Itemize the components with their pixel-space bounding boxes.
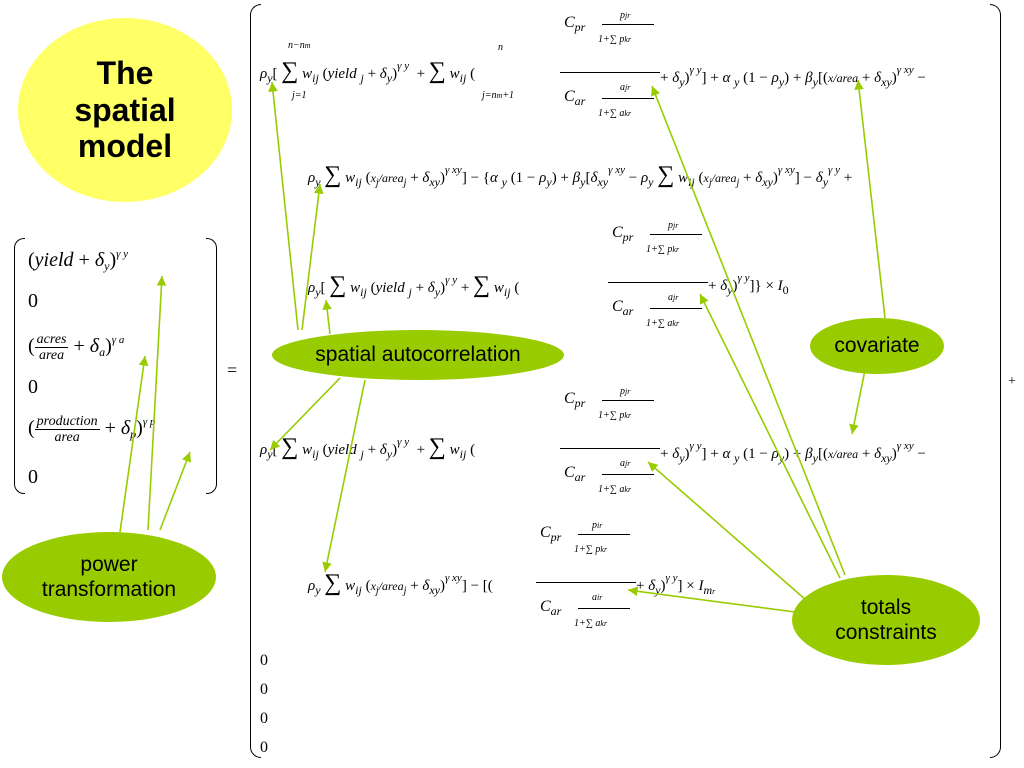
equation-row-4-tail: + δy)γ y] + α y (1 − ρy) + βy[(x/area + … — [660, 440, 926, 465]
title-circle: The spatial model — [18, 18, 232, 202]
equals-sign: = — [227, 360, 238, 380]
callout-spatial-autocorrelation: spatial autocorrelation — [272, 330, 564, 380]
arrow-totals-1 — [651, 85, 846, 576]
equation-row-5: ρy ∑ wij (xj/areaj + δxy)γ xy] − [( — [308, 570, 493, 597]
callout-totals-constraints: totals constraints — [792, 575, 980, 665]
fraction-row-1: Cpr pjr 1+∑ pkr Car ajr 1+∑ akr — [560, 10, 660, 134]
arrow-covariate-2 — [849, 369, 866, 435]
equation-row-1-tail: + δy)γ y] + α y (1 − ρy) + βy[(x/area + … — [660, 64, 926, 89]
arrow-power-2 — [147, 275, 167, 531]
vector-row-zero-3: 0 — [28, 466, 38, 488]
equation-row-2: ρy ∑ wij (xj/areaj + δxy)γ xy] − {α y (1… — [308, 162, 853, 189]
sum-limit-r1b-bot: j=nm+1 — [482, 90, 515, 101]
equation-row-3: ρy[ ∑ wij (yield j + δy)γ y + ∑ wij ( — [308, 272, 520, 299]
callout-covariate-label: covariate — [834, 334, 920, 357]
callout-covariate: covariate — [810, 318, 944, 374]
fraction-row-4: Cpr pjr 1+∑ pkr Car ajr 1+∑ akr — [560, 386, 660, 510]
vector-row-zero-2: 0 — [28, 376, 38, 398]
vector-row-zero-1: 0 — [28, 290, 38, 312]
fraction-row-5: Cpr pir 1+∑ pkr Car air 1+∑ akr — [536, 520, 636, 644]
arrow-spatial-4 — [269, 377, 341, 451]
callout-power-label: power transformation — [41, 552, 177, 601]
vector-row-acres: ( acres area + δa)γ a — [28, 332, 125, 363]
callout-power-transformation: power transformation — [2, 532, 216, 622]
vector-row-yield: (yield + δy)γ y — [28, 248, 129, 273]
arrow-totals-3 — [647, 461, 807, 601]
arrow-spatial-1 — [268, 81, 299, 331]
arrow-spatial-2 — [301, 183, 324, 331]
plus-sign: + — [1008, 374, 1016, 389]
sum-limit-r1a-bot: j=1 — [292, 90, 307, 101]
equation-row-1: ρy[ ∑ wij (yield j + δy)γ y + ∑ wij ( — [260, 58, 476, 85]
arrow-covariate-1 — [854, 79, 886, 319]
equation-row-5-tail: + δy)γ y] × Imr — [636, 572, 716, 597]
trailing-zero-1: 0 — [260, 652, 268, 669]
sum-limit-r1a-top: n−nm — [288, 40, 311, 51]
fraction-row-3: Cpr pjr 1+∑ pkr Car ajr 1+∑ akr — [608, 220, 708, 344]
title-text: The spatial model — [74, 54, 176, 165]
arrow-power-3 — [159, 451, 192, 531]
arrow-totals-4 — [627, 586, 796, 613]
trailing-zero-4: 0 — [260, 739, 268, 756]
arrow-spatial-3 — [322, 299, 332, 335]
trailing-zero-2: 0 — [260, 681, 268, 698]
equation-row-3-tail: + δy)γ y]} × I0 — [708, 272, 789, 297]
arrow-totals-2 — [699, 293, 841, 579]
callout-spatial-label: spatial autocorrelation — [315, 343, 521, 366]
arrow-spatial-5 — [322, 379, 366, 573]
callout-totals-label: totals constraints — [835, 595, 937, 644]
sum-limit-r1b-top: n — [498, 42, 503, 53]
trailing-zero-3: 0 — [260, 710, 268, 727]
arrow-power-1 — [119, 355, 149, 533]
